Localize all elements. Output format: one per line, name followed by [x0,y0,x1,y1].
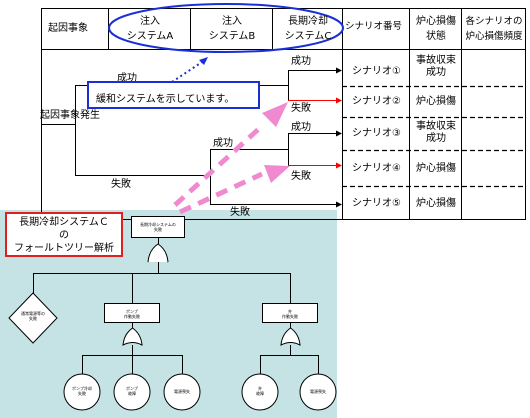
header-core-state-line2: 状態 [426,31,446,42]
top-event-line1: 長期冷却システムの [140,222,176,227]
basic-event-pump-fault-line2: 故障 [128,391,136,396]
valve-failure-event: 弁 作動失敗 [262,303,318,323]
fault-tree-callout-line1: 長期冷却システムＣ [19,217,109,228]
undeveloped-event-label: 通常電源等の 失敗 [13,311,53,321]
basic-event-circle [299,373,337,411]
basic-event-pump-cooling-line1: ポンプ冷却 [72,386,92,391]
header-core-state: 炉心損傷 状態 [410,14,462,44]
scenario-4-id: シナリオ④ [352,163,401,174]
scenario-4-state: 炉心損傷 [416,163,456,174]
scenario-3-id: シナリオ③ [352,128,401,139]
mitigation-highlight-ellipse [108,3,344,53]
header-injection-system-b: 注入 システムB [192,14,272,44]
fault-tree-callout-line3: フォールトツリー解析 [14,243,114,254]
pump-failure-line1: ポンプ [126,309,138,314]
basic-event-circle [63,373,101,411]
basic-event-valve-power-loss: 電源喪失 [302,389,334,394]
table-frame [41,8,526,220]
basic-event-pump-power-loss: 電源喪失 [166,389,198,394]
scenario-1-state: 事故収束 成功 [410,55,462,79]
basic-event-pump-cooling-line2: 失敗 [78,391,86,396]
header-injection-system-a: 注入 システムA [110,14,190,44]
undeveloped-event-line1: 通常電源等の [21,311,45,316]
pump-failure-event: ポンプ 作動失敗 [104,303,160,323]
header-core-state-line1: 炉心損傷 [416,16,456,27]
header-sys-a-line2: システムA [126,31,174,42]
header-sys-b-line2: システムB [208,31,256,42]
fault-tree-top-event: 長期冷却システムの 失敗 [131,216,185,238]
basic-event-pump-fault-line1: ポンプ [126,386,138,391]
header-initiating-event: 起因事象 [48,23,88,34]
branch-c1-failure-label: 失敗 [291,103,311,114]
basic-event-circle [113,373,151,411]
pump-failure-line2: 作動失敗 [124,314,140,319]
basic-event-circle [241,373,279,411]
branch-c1-success-label: 成功 [291,56,311,67]
header-frequency-line2: 炉心損傷頻度 [465,31,523,42]
initiating-event-occurrence-label: 起因事象発生 [40,110,100,121]
scenario-3-state: 事故収束 成功 [410,121,462,145]
scenario-1-id: シナリオ① [352,66,401,77]
branch-c2-success-label: 成功 [291,122,311,133]
top-event-line2: 失敗 [154,227,162,232]
fault-tree-callout: 長期冷却システムＣ の フォールトツリー解析 [5,212,123,257]
branch-c2-failure-label: 失敗 [291,171,311,182]
scenario-2-state: 炉心損傷 [416,96,456,107]
scenario-3-state-line2: 成功 [426,133,446,144]
scenario-5-id: シナリオ⑤ [352,198,401,209]
scenario-5-state: 炉心損傷 [416,198,456,209]
undeveloped-event-diamond [8,292,58,344]
header-long-term-cooling-system-c: 長期冷却 システムC [273,14,343,44]
branch-a-success-label: 成功 [117,73,137,84]
mitigation-system-callout: 緩和システムを示しています。 [87,81,260,109]
branch-b-success-label: 成功 [213,138,233,149]
basic-event-pump-power-loss-line1: 電源喪失 [174,389,190,394]
header-sys-c-line1: 長期冷却 [288,16,328,27]
scenario-1-state-line2: 成功 [426,67,446,78]
scenario-1-state-line1: 事故収束 [416,55,456,66]
header-frequency: 各シナリオの 炉心損傷頻度 [462,14,526,44]
basic-event-valve-fault: 弁 故障 [244,386,276,396]
branch-a-failure-label: 失敗 [111,179,131,190]
header-sys-c-line2: システムC [284,31,332,42]
branch-b-failure-label: 失敗 [230,207,250,218]
basic-event-pump-cooling: ポンプ冷却 失敗 [66,386,98,396]
valve-failure-line1: 弁 [288,309,292,314]
header-sys-b-line1: 注入 [222,16,242,27]
undeveloped-event-line2: 失敗 [29,316,37,321]
scenario-3-state-line1: 事故収束 [416,121,456,132]
basic-event-pump-fault: ポンプ 故障 [116,386,148,396]
basic-event-valve-fault-line2: 故障 [256,391,264,396]
basic-event-valve-power-loss-line1: 電源喪失 [310,389,326,394]
header-scenario-number: シナリオ番号 [345,21,403,32]
valve-failure-line2: 作動失敗 [282,314,298,319]
header-sys-a-line1: 注入 [140,16,160,27]
mitigation-callout-text: 緩和システムを示しています。 [96,94,235,105]
scenario-2-id: シナリオ② [352,96,401,107]
header-frequency-line1: 各シナリオの [465,16,523,27]
fault-tree-callout-line2: の [59,230,69,241]
basic-event-circle [163,373,201,411]
basic-event-valve-fault-line1: 弁 [258,386,262,391]
